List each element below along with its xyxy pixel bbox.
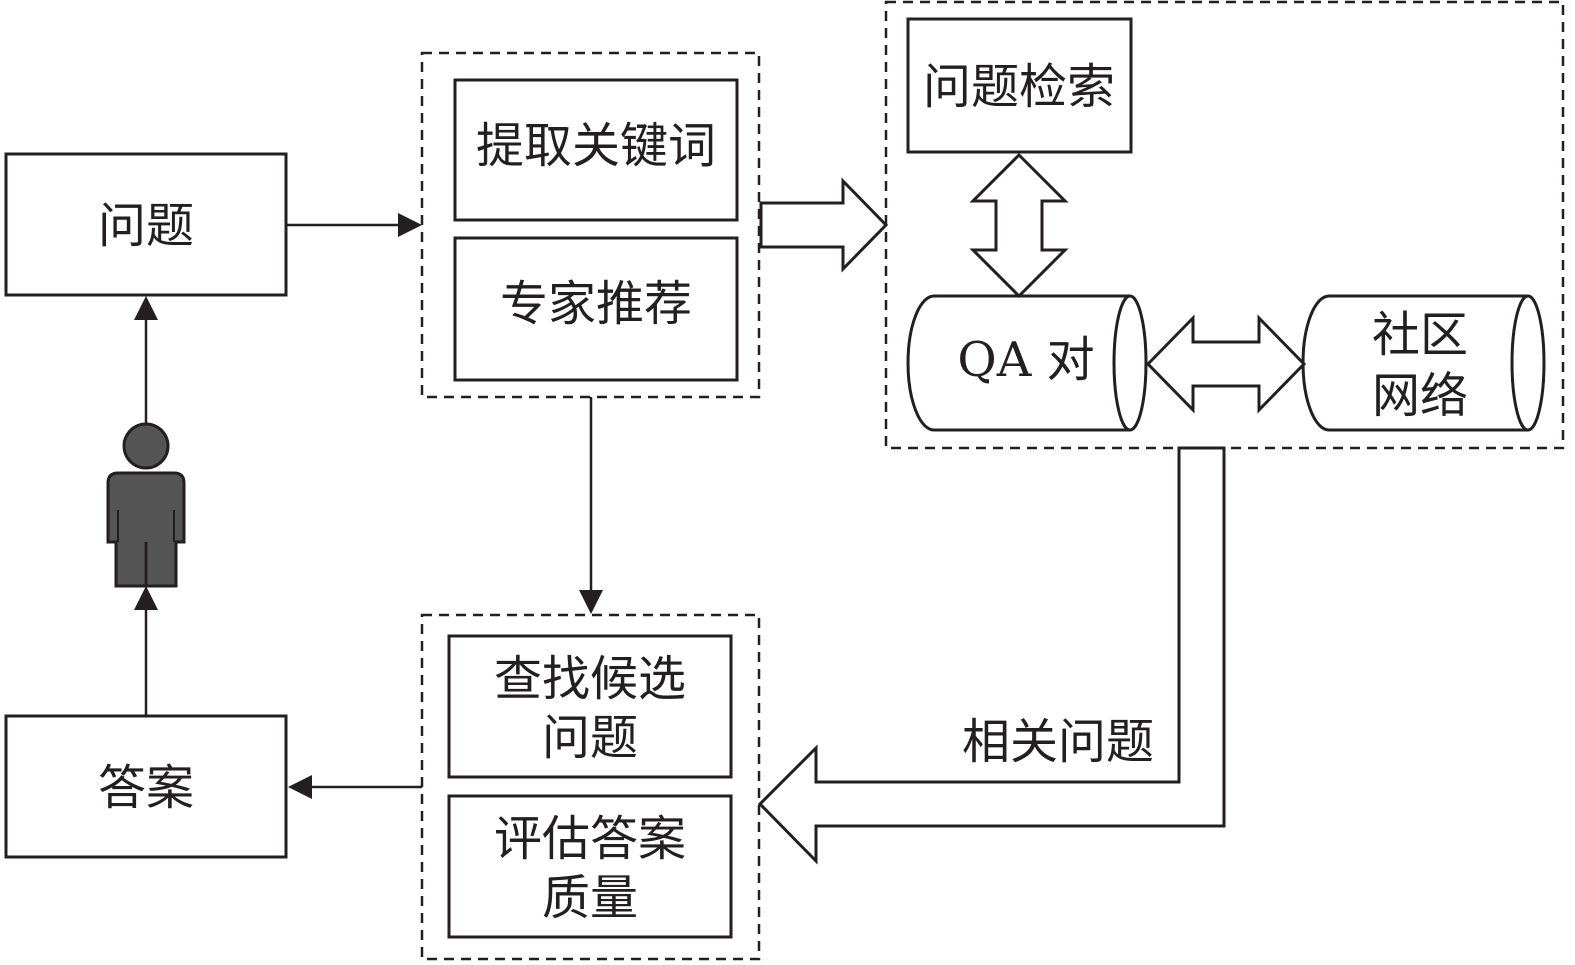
fat-arrow-related-questions	[757, 446, 1226, 865]
double-arrow-retrieval-qa	[969, 152, 1069, 299]
expert-recommend-label: 专家推荐	[500, 276, 692, 332]
find-candidates-label-2: 问题	[542, 710, 638, 766]
arrow-extract-to-candidates	[579, 397, 603, 614]
evaluate-quality-node: 评估答案 质量	[447, 794, 733, 939]
community-network-database: 社区 网络	[1301, 294, 1546, 432]
person-icon	[106, 422, 186, 588]
extract-keywords-node: 提取关键词	[453, 78, 739, 222]
extract-keywords-label: 提取关键词	[476, 118, 716, 174]
question-retrieval-node: 问题检索	[906, 17, 1133, 154]
arrow-candidates-to-answer	[288, 775, 422, 799]
answer-node: 答案	[4, 714, 288, 859]
arrow-question-to-extract	[287, 213, 422, 237]
expert-recommend-node: 专家推荐	[453, 236, 739, 382]
related-questions-label: 相关问题	[962, 714, 1154, 770]
evaluate-quality-label-1: 评估答案	[494, 811, 686, 867]
double-arrow-qa-community	[1145, 314, 1307, 414]
find-candidates-node: 查找候选 问题	[447, 634, 733, 779]
fat-arrow-to-retrieval	[759, 177, 889, 273]
find-candidates-label-1: 查找候选	[494, 651, 686, 707]
question-node: 问题	[4, 152, 288, 297]
community-network-label-1: 社区	[1372, 307, 1468, 363]
arrow-answer-to-user	[134, 586, 158, 716]
question-retrieval-label: 问题检索	[923, 59, 1115, 115]
community-network-label-2: 网络	[1372, 368, 1468, 424]
evaluate-quality-label-2: 质量	[542, 870, 638, 926]
arrow-user-to-question	[134, 296, 158, 426]
qa-pairs-database: QA 对	[906, 294, 1148, 432]
question-label: 问题	[98, 198, 194, 254]
qa-pairs-label: QA 对	[957, 332, 1094, 388]
answer-label: 答案	[98, 760, 194, 816]
